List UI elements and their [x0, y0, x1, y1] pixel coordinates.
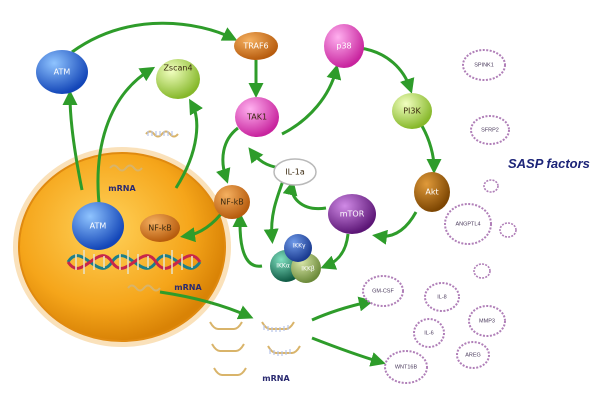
- ikkg-label: IKKγ: [292, 243, 306, 250]
- mtor-label: mTOR: [340, 210, 365, 219]
- arrow-mtor-to-il1a: [282, 180, 327, 211]
- ikka-label: IKKα: [276, 263, 290, 270]
- sfrp2-label: SFRP2: [481, 127, 499, 133]
- arrow-pi3k-to-akt: [420, 125, 442, 174]
- node-p38: p38: [324, 24, 364, 68]
- node-mtor: mTOR: [328, 194, 376, 234]
- atm-nuc-label: ATM: [90, 222, 107, 231]
- zscan4-label: Zscan4: [163, 64, 192, 73]
- node-tak1: TAK1: [235, 97, 279, 137]
- mrna-label-bottom: mRNA: [262, 374, 290, 383]
- nfkb-out-label: NF-kB: [220, 198, 244, 207]
- node-il1a: IL-1a: [273, 158, 317, 186]
- arrow-ikk-to-nfkb: [232, 212, 263, 268]
- arrow-to-wnt16b: [311, 336, 386, 367]
- il8-label: IL-8: [437, 294, 446, 300]
- arrow-akt-to-mtor: [372, 211, 418, 245]
- mrna-label-nucleus: mRNA: [108, 184, 136, 193]
- il6-label: IL-6: [424, 330, 433, 336]
- il1a-label: IL-1a: [285, 168, 305, 177]
- arrow-mrna-to-zscan4: [174, 98, 203, 189]
- sasp-factor-il8: IL-8: [424, 282, 460, 312]
- sasp-factor-gmcsf: GM-CSF: [362, 275, 404, 307]
- arrow-mtor-to-ikk: [320, 233, 350, 270]
- akt-label: Akt: [425, 188, 438, 197]
- sasp-factor-sfrp2: SFRP2: [470, 115, 510, 145]
- wnt16b-label: WNT16B: [395, 364, 418, 370]
- sasp-factors-title: SASP factors: [508, 156, 590, 171]
- arrow-tak1-to-nfkb: [216, 126, 239, 184]
- sasp-vesicles: [473, 179, 517, 279]
- p38-label: p38: [336, 42, 351, 51]
- arrow-atm-to-traf6: [71, 21, 238, 54]
- ikkb-label: IKKβ: [301, 266, 315, 273]
- dna-helix: [66, 250, 202, 274]
- sasp-factor-areg: AREG: [456, 341, 490, 369]
- sasp-factor-angptl4: ANGPTL4: [444, 203, 492, 245]
- arrow-nucleus-to-atm: [62, 90, 84, 191]
- node-ikk-complex: IKKγ IKKα IKKβ: [270, 234, 321, 283]
- areg-label: AREG: [465, 352, 481, 358]
- node-atm-top: ATM: [36, 50, 88, 94]
- node-nfkb-nucleus: NF-kB: [140, 214, 180, 242]
- pathway-arrows: [62, 21, 442, 367]
- traf6-label: TRAF6: [242, 42, 268, 51]
- mrna-label-middle: mRNA: [174, 283, 202, 292]
- arrow-to-gmcsf: [311, 296, 374, 322]
- mmp3-label: MMP3: [479, 318, 495, 324]
- node-nfkb-out: NF-kB: [214, 185, 250, 219]
- arrow-tak1-to-p38: [281, 64, 342, 136]
- node-pi3k: PI3K: [392, 93, 432, 129]
- spink1-label: SPINK1: [474, 62, 494, 68]
- sasp-factor-wnt16b: WNT16B: [384, 350, 428, 384]
- sasp-factor-spink1: SPINK1: [462, 49, 506, 81]
- nfkb-nuc-label: NF-kB: [148, 224, 172, 233]
- node-zscan4: Zscan4: [156, 59, 200, 99]
- arrow-mrna-out: [159, 290, 254, 320]
- tak1-label: TAK1: [246, 113, 267, 122]
- arrow-p38-to-pi3k: [359, 46, 415, 94]
- atm-top-label: ATM: [54, 68, 71, 77]
- node-atm-nucleus: ATM: [72, 202, 124, 250]
- arrow-nucleus-to-zscan4: [96, 66, 156, 213]
- sasp-factor-il6: IL-6: [413, 318, 445, 348]
- gmcsf-label: GM-CSF: [372, 288, 394, 294]
- node-traf6: TRAF6: [234, 32, 278, 60]
- node-akt: Akt: [414, 172, 450, 212]
- mrna-hatching: [147, 131, 291, 356]
- nucleus: [13, 147, 231, 347]
- pi3k-label: PI3K: [403, 107, 421, 116]
- arrow-il1a-to-ikk: [263, 177, 286, 244]
- sasp-factor-mmp3: MMP3: [468, 305, 506, 337]
- angptl4-label: ANGPTL4: [455, 221, 480, 227]
